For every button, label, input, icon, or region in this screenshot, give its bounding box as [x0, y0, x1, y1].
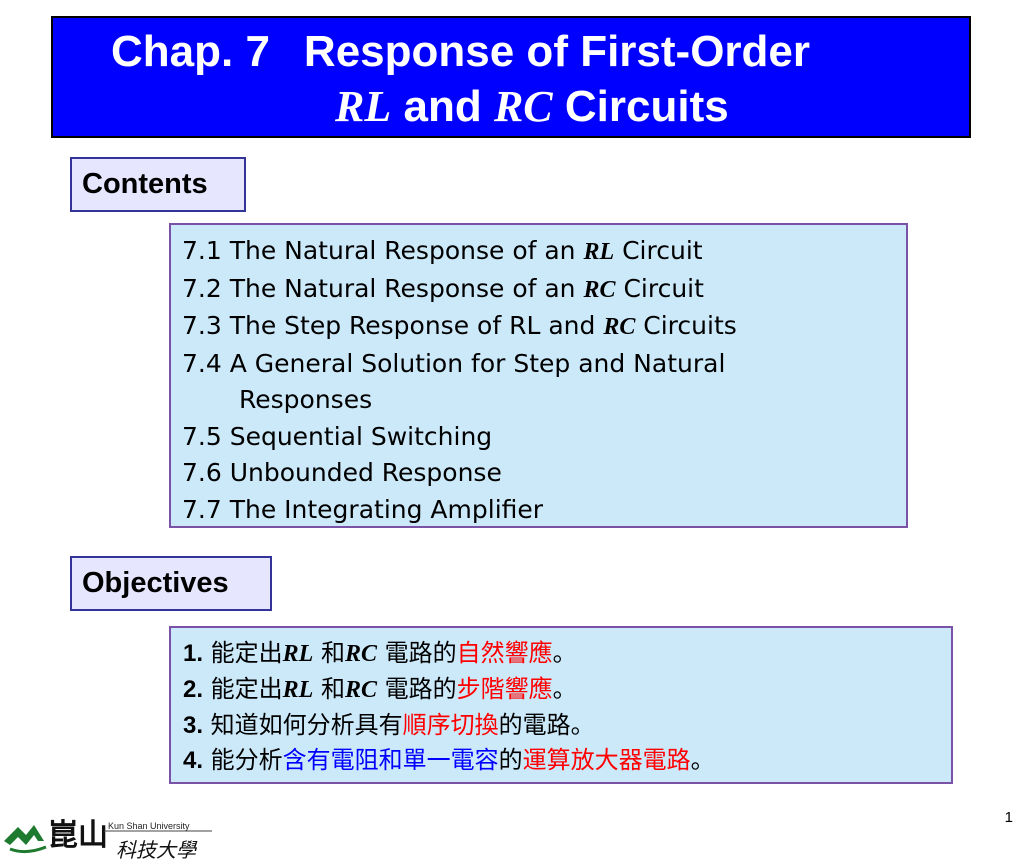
contents-label: Contents [70, 157, 246, 212]
objective-item: 4. 能分析含有電阻和單一電容的運算放大器電路。 [183, 746, 715, 774]
logo-mark-icon: 崑山 科技大學 [4, 818, 212, 862]
svg-text:科技大學: 科技大學 [116, 838, 198, 862]
contents-item-continuation: Responses [239, 385, 373, 414]
title-line-2: RL and RC Circuits [335, 81, 729, 133]
page-number: 1 [1004, 809, 1013, 826]
contents-item: 7.5 Sequential Switching [182, 421, 493, 451]
contents-item: 7.6 Unbounded Response [182, 458, 502, 487]
svg-text:崑山: 崑山 [48, 818, 108, 853]
objectives-label: Objectives [70, 556, 272, 611]
slide-title: Chap. 7 Response of First-Order RL and RC… [51, 16, 971, 138]
contents-item: 7.3 The Step Response of RL and RC Circu… [182, 311, 737, 340]
objective-item: 3. 知道如何分析具有順序切換的電路。 [183, 711, 595, 739]
title-rl: RL [335, 82, 392, 131]
university-logo: 崑山 科技大學 Kun Shan University [0, 805, 220, 863]
objective-item: 2. 能定出RL 和RC 電路的步階響應。 [183, 675, 577, 703]
title-text: Response of First-Order [303, 27, 811, 76]
university-name: Kun Shan University [108, 821, 190, 831]
contents-item: 7.1 The Natural Response of an RL Circui… [182, 236, 703, 265]
title-and: and [403, 82, 482, 131]
title-line-1: Chap. 7 Response of First-Order [111, 26, 810, 78]
contents-item: 7.7 The Integrating Amplifier [182, 494, 544, 524]
chapter-number: Chap. 7 [111, 27, 270, 76]
objective-item: 1. 能定出RL 和RC 電路的自然響應。 [183, 639, 577, 667]
title-rc: RC [493, 82, 553, 131]
objectives-list: 1. 能定出RL 和RC 電路的自然響應。 2. 能定出RL 和RC 電路的步階… [169, 626, 953, 784]
contents-list: 7.1 The Natural Response of an RL Circui… [169, 223, 908, 528]
contents-item: 7.4 A General Solution for Step and Natu… [182, 348, 726, 378]
contents-item: 7.2 The Natural Response of an RC Circui… [182, 273, 704, 303]
title-circuits: Circuits [564, 82, 729, 131]
